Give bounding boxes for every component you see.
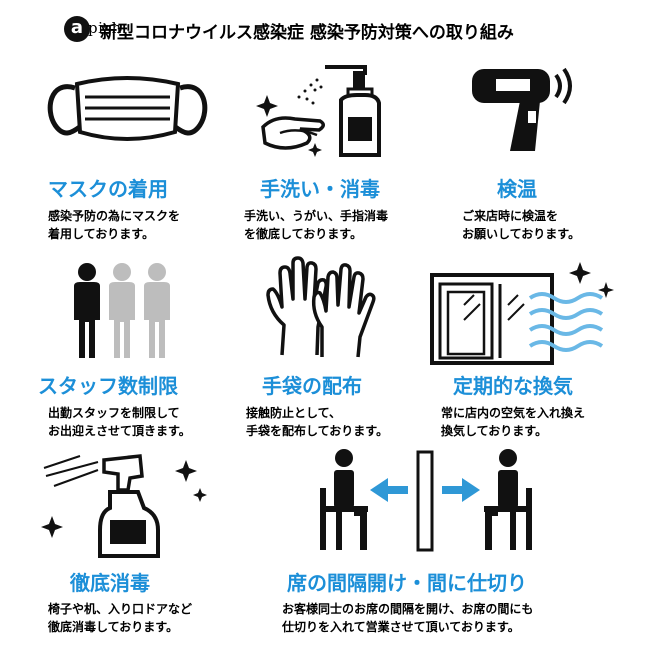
item-desc: 手洗い、うがい、手指消毒 を徹底しております。 [244,209,389,241]
item-desc: 接触防止として、 手袋を配布しております。 [246,406,389,438]
item-title: 手洗い・消毒 [260,177,380,201]
item-desc: 常に店内の空気を入れ換え 換気しております。 [441,406,586,438]
item-title: マスクの着用 [48,177,168,201]
hand-sanitizer-icon [256,65,381,157]
spray-icon [41,454,207,558]
gloves-icon [266,256,376,358]
item-desc: お客様同士のお席の間隔を開け、お席の間にも 仕切りを入れて営業させて頂いておりま… [282,602,534,634]
mask-icon [47,76,208,141]
item-desc: 椅子や机、入り口ドアなど 徹底消毒しております。 [48,602,193,634]
logo-mark: a [64,16,90,42]
item-desc: ご来店時に検温を お願いしております。 [462,209,581,241]
thermometer-icon [472,67,572,151]
item-desc: 感染予防の為にマスクを 着用しております。 [48,209,181,241]
ventilation-icon [430,262,614,365]
partition-icon [320,449,532,552]
item-title: 定期的な換気 [453,374,573,398]
header: a pish 新型コロナウイルス感染症 感染予防対策への取り組み [0,0,650,58]
item-title: 徹底消毒 [70,571,150,595]
item-title: 検温 [497,177,537,201]
logo-text: pish [88,19,122,37]
staff-icon [74,263,170,358]
item-title: 手袋の配布 [262,374,362,398]
page-title: 新型コロナウイルス感染症 感染予防対策への取り組み [100,23,514,43]
item-desc: 出勤スタッフを制限して お出迎えさせて頂きます。 [48,406,191,438]
logo: a pish [64,16,136,42]
item-title: 席の間隔開け・間に仕切り [287,571,527,595]
item-title: スタッフ数制限 [38,374,178,398]
